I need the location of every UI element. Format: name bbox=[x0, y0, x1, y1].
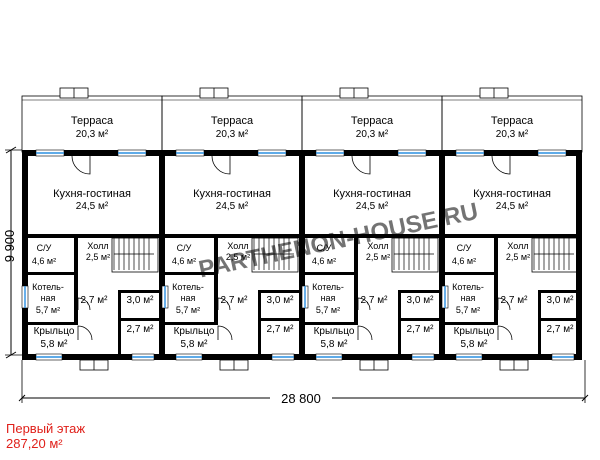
porch-area: 5,8 м² bbox=[321, 339, 349, 350]
hall-name: Холл bbox=[367, 241, 388, 251]
kitchen-name: Кухня-гостиная bbox=[193, 188, 271, 200]
bath-name: С/У bbox=[37, 243, 52, 253]
porch-name: Крыльцо bbox=[454, 326, 495, 337]
terrace-name: Терраса bbox=[491, 115, 534, 127]
bath-name: С/У bbox=[177, 243, 192, 253]
hall-area: 2,5 м² bbox=[366, 252, 390, 262]
boiler-name-line1: Котель- bbox=[32, 282, 64, 292]
depth-dimension: 9 900 bbox=[2, 146, 22, 359]
boiler-area: 5,7 м² bbox=[36, 305, 60, 315]
boiler-name-line2: ная bbox=[181, 293, 196, 303]
porch-name: Крыльцо bbox=[314, 326, 355, 337]
hall-area: 2,5 м² bbox=[86, 252, 110, 262]
bath-name: С/У bbox=[457, 243, 472, 253]
bath-area: 4,6 м² bbox=[452, 256, 476, 266]
floor-caption: Первый этаж 287,20 м² bbox=[6, 421, 85, 451]
terrace-name: Терраса bbox=[71, 115, 114, 127]
stair-area: 2,7 м² bbox=[81, 295, 109, 306]
boiler-name-line1: Котель- bbox=[452, 282, 484, 292]
terrace-area: 20,3 м² bbox=[76, 129, 109, 140]
porch-name: Крыльцо bbox=[34, 326, 75, 337]
boiler-name-line1: Котель- bbox=[172, 282, 204, 292]
terrace-area: 20,3 м² bbox=[356, 129, 389, 140]
porch-area: 5,8 м² bbox=[181, 339, 209, 350]
kitchen-name: Кухня-гостиная bbox=[473, 188, 551, 200]
stair-area: 2,7 м² bbox=[361, 295, 389, 306]
kitchen-name: Кухня-гостиная bbox=[333, 188, 411, 200]
hall-name: Холл bbox=[227, 241, 248, 251]
boiler-area: 5,7 м² bbox=[176, 305, 200, 315]
boiler-name-line2: ная bbox=[41, 293, 56, 303]
porch-area: 5,8 м² bbox=[41, 339, 69, 350]
closet-area: 3,0 м² bbox=[267, 295, 295, 306]
hall-name: Холл bbox=[507, 241, 528, 251]
stair-area: 2,7 м² bbox=[501, 295, 529, 306]
boiler-name-line1: Котель- bbox=[312, 282, 344, 292]
closet-area: 3,0 м² bbox=[127, 295, 155, 306]
hall-area: 2,5 м² bbox=[226, 252, 250, 262]
floor-name: Первый этаж bbox=[6, 421, 86, 436]
porch-area: 5,8 м² bbox=[461, 339, 489, 350]
kitchen-name: Кухня-гостиная bbox=[53, 188, 131, 200]
hall-area: 2,5 м² bbox=[506, 252, 530, 262]
terrace-area: 20,3 м² bbox=[216, 129, 249, 140]
closet-area: 3,0 м² bbox=[407, 295, 435, 306]
storage-area: 2,7 м² bbox=[127, 324, 155, 335]
boiler-area: 5,7 м² bbox=[316, 305, 340, 315]
terrace-area: 20,3 м² bbox=[496, 129, 529, 140]
bath-area: 4,6 м² bbox=[312, 256, 336, 266]
width-dimension-label: 28 800 bbox=[281, 391, 321, 406]
terrace-name: Терраса bbox=[351, 115, 394, 127]
storage-area: 2,7 м² bbox=[407, 324, 435, 335]
kitchen-area: 24,5 м² bbox=[356, 201, 389, 212]
storage-area: 2,7 м² bbox=[547, 324, 575, 335]
hall-name: Холл bbox=[87, 241, 108, 251]
closet-area: 3,0 м² bbox=[547, 295, 575, 306]
kitchen-area: 24,5 м² bbox=[216, 201, 249, 212]
storage-area: 2,7 м² bbox=[267, 324, 295, 335]
bath-area: 4,6 м² bbox=[172, 256, 196, 266]
depth-dimension-label: 9 900 bbox=[2, 230, 17, 263]
kitchen-area: 24,5 м² bbox=[76, 201, 109, 212]
boiler-area: 5,7 м² bbox=[456, 305, 480, 315]
terrace-name: Терраса bbox=[211, 115, 254, 127]
floor-total-area: 287,20 м² bbox=[6, 436, 63, 451]
boiler-name-line2: ная bbox=[321, 293, 336, 303]
bath-name: С/У bbox=[317, 243, 332, 253]
width-dimension: 28 800 bbox=[18, 360, 589, 406]
stair-area: 2,7 м² bbox=[221, 295, 249, 306]
boiler-name-line2: ная bbox=[461, 293, 476, 303]
porch-name: Крыльцо bbox=[174, 326, 215, 337]
kitchen-area: 24,5 м² bbox=[496, 201, 529, 212]
bath-area: 4,6 м² bbox=[32, 256, 56, 266]
